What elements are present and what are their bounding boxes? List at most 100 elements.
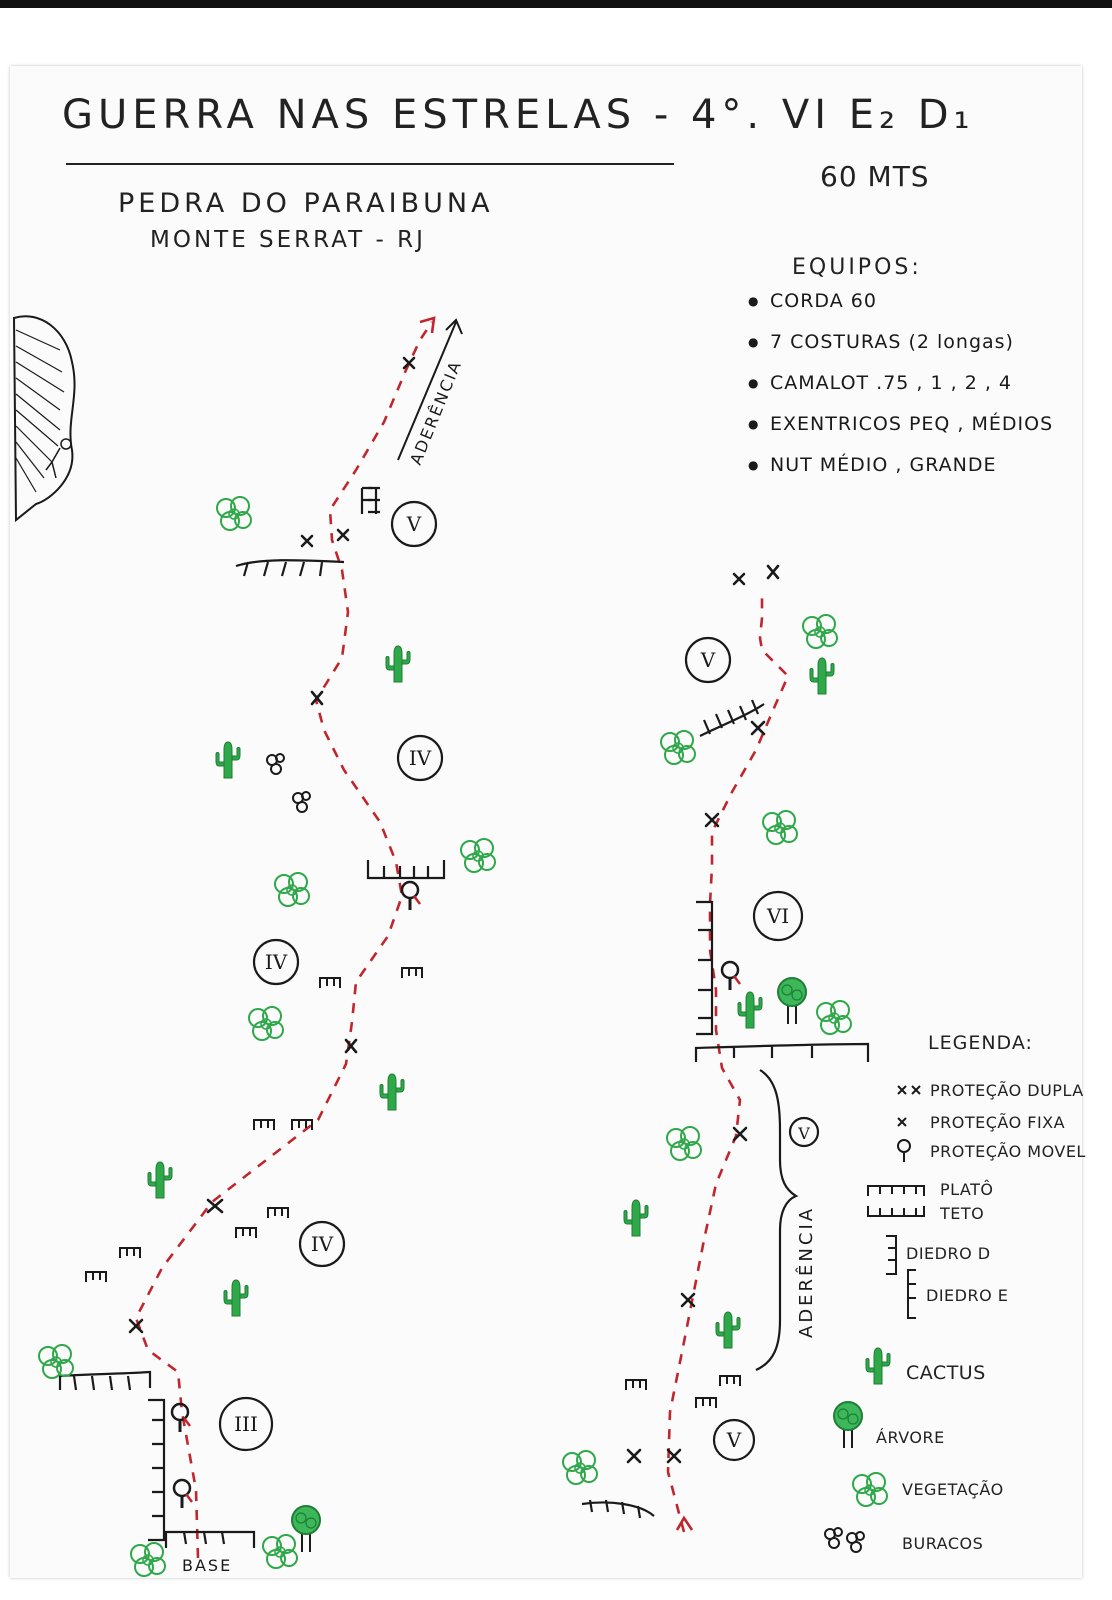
holds-icon — [719, 1375, 741, 1387]
legend-teto-label: TETO — [940, 1204, 985, 1223]
climber-sketch — [12, 315, 76, 523]
holds-icon — [319, 977, 341, 989]
cam-icon — [720, 960, 742, 992]
bolt-markers-left — [128, 356, 416, 1334]
bolt-markers-right — [626, 564, 780, 1464]
gear-list: CORDA 60 7 COSTURAS (2 longas) CAMALOT .… — [748, 288, 1053, 493]
cam-icon — [172, 1478, 194, 1510]
legend-title: LEGENDA: — [928, 1032, 1033, 1054]
region-name: MONTE SERRAT - RJ — [150, 227, 426, 253]
vegetation-icon — [460, 838, 496, 873]
legend-bolt-label: PROTEÇÃO FIXA — [930, 1113, 1066, 1132]
svg-text:IV: IV — [409, 746, 432, 770]
svg-text:IV: IV — [265, 950, 288, 974]
route-line-left — [134, 321, 434, 1559]
ledge-symbols-left — [58, 559, 446, 1548]
gear-item: CORDA 60 — [748, 288, 1053, 329]
slab-bracket-right — [755, 1069, 799, 1372]
cam-icon — [170, 1402, 192, 1434]
legend-diedro-e-label: DIEDRO E — [926, 1286, 1009, 1305]
aderencia-arrow-top — [397, 318, 463, 461]
route-length: 60 MTS — [820, 160, 930, 193]
gear-item: 7 COSTURAS (2 longas) — [748, 329, 1053, 370]
gear-item: CAMALOT .75 , 1 , 2 , 4 — [748, 370, 1053, 411]
legend-cactus-icon — [865, 1347, 891, 1385]
svg-text:V: V — [700, 648, 716, 672]
legend-holes-icon — [824, 1527, 843, 1549]
holds-icon — [401, 967, 423, 979]
grade-circle-left-top: V — [390, 500, 438, 548]
grade-circle-right-top: V — [684, 636, 732, 684]
vegetation-icon — [216, 496, 252, 531]
svg-text:IV: IV — [311, 1232, 334, 1256]
vegetation-icon — [660, 730, 696, 765]
holds-icon — [267, 1207, 289, 1219]
vegetation-icon — [248, 1006, 284, 1041]
route-line-right — [666, 596, 790, 1533]
crag-name: PEDRA DO PARAIBUNA — [118, 188, 494, 219]
cactus-icon — [623, 1199, 649, 1237]
grade-circle-right-slab: V — [788, 1116, 820, 1148]
legend-tree-label: ÁRVORE — [876, 1428, 945, 1447]
cactus-icon — [147, 1161, 173, 1199]
holds-icon — [695, 1397, 717, 1409]
svg-text:V: V — [406, 512, 422, 536]
aderencia-label-right: ADERÊNCIA — [795, 1206, 817, 1338]
vegetation-icon — [802, 614, 838, 649]
vegetation-icon — [816, 1000, 852, 1035]
grade-circle-left-low: IV — [298, 1220, 346, 1268]
vegetation-icon — [262, 1534, 298, 1569]
tree-icon — [291, 1505, 321, 1553]
aderencia-label-top: ADERÊNCIA — [406, 357, 465, 467]
svg-text:V: V — [797, 1124, 810, 1143]
legend-vegetation-icon — [852, 1472, 888, 1507]
cactus-icon — [379, 1073, 405, 1111]
gear-title: EQUIPOS: — [792, 255, 922, 280]
cactus-icon — [223, 1279, 249, 1317]
legend-plato-label: PLATÔ — [940, 1180, 994, 1199]
legend-diedro-d-label: DIEDRO D — [906, 1244, 991, 1263]
dihedral-symbols-right — [696, 900, 714, 1036]
legend-double-bolt-label: PROTEÇÃO DUPLA — [930, 1081, 1084, 1100]
vegetation-icon — [38, 1344, 74, 1379]
ledge-symbols-right — [581, 699, 870, 1519]
holds-icon — [119, 1247, 141, 1259]
legend-holes-icon — [846, 1531, 865, 1553]
vegetation-icon — [562, 1450, 598, 1485]
cactus-icon — [809, 657, 835, 695]
holds-icon — [235, 1227, 257, 1239]
route-arrow-left — [419, 316, 436, 334]
route-start-arrow-right — [675, 1515, 694, 1531]
cam-icon — [400, 880, 422, 912]
vegetation-icon — [130, 1542, 166, 1577]
holds-icon — [253, 1119, 275, 1131]
grade-circle-left-bottom: III — [218, 1396, 274, 1452]
vegetation-icon — [762, 810, 798, 845]
svg-text:V: V — [726, 1428, 742, 1452]
tree-icon — [777, 977, 807, 1025]
svg-text:VI: VI — [766, 904, 789, 928]
legend-tree-icon — [833, 1401, 863, 1449]
holds-icon — [625, 1379, 647, 1391]
legend-cam-label: PROTEÇÃO MOVEL — [930, 1142, 1086, 1161]
grade-circle-right-mid: VI — [752, 890, 804, 942]
holds-icon — [85, 1271, 107, 1283]
grade-circle-left-mid: IV — [252, 938, 300, 986]
holes-icon — [266, 753, 285, 775]
title-underline — [66, 163, 674, 165]
vegetation-icon — [274, 872, 310, 907]
cactus-icon — [385, 645, 411, 683]
gear-item: EXENTRICOS PEQ , MÉDIOS — [748, 411, 1053, 452]
dihedral-symbols-left — [148, 486, 380, 1542]
cactus-icon — [737, 991, 763, 1029]
legend-symbols — [867, 1085, 925, 1319]
svg-text:III: III — [234, 1412, 258, 1436]
route-title: GUERRA NAS ESTRELAS - 4°. VI E₂ D₁ — [62, 92, 975, 138]
cactus-icon — [215, 741, 241, 779]
base-label: BASE — [182, 1556, 232, 1575]
vegetation-icon — [666, 1126, 702, 1161]
legend-vegetation-label: VEGETAÇÃO — [902, 1480, 1004, 1499]
cactus-icon — [715, 1311, 741, 1349]
legend-cactus-label: CACTUS — [906, 1362, 986, 1384]
